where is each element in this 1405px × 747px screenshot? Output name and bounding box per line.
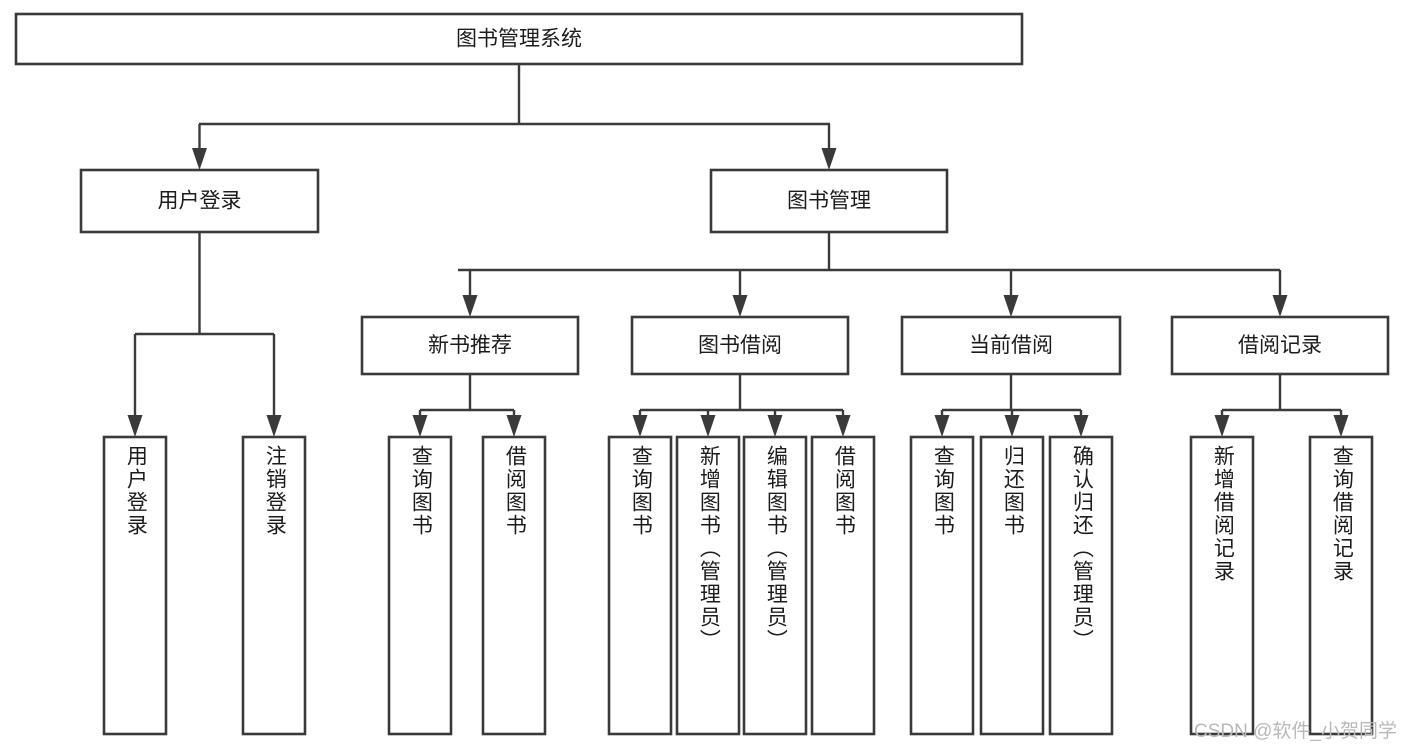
node-box-layer: [14, 12, 1390, 736]
arrow-to-leaf-borrow-book-1-head: [506, 415, 522, 437]
node-label-borrow-record: 借阅记录: [1238, 334, 1322, 357]
node-leaf-add-book[interactable]: [675, 435, 741, 736]
arrow-to-current-borrow-head: [1003, 295, 1019, 317]
arrow-to-leaf-edit-book-head: [767, 415, 783, 437]
node-user-login[interactable]: [79, 168, 320, 234]
arrow-to-book-manage-head: [821, 148, 837, 170]
arrow-to-leaf-query-record-head: [1333, 415, 1349, 437]
node-label-book-manage: 图书管理: [787, 190, 871, 213]
arrow-to-leaf-add-record-head: [1214, 415, 1230, 437]
arrow-to-borrow-record-head: [1272, 295, 1288, 317]
arrow-to-leaf-query-book-2-head: [632, 415, 648, 437]
node-leaf-edit-book[interactable]: [742, 435, 808, 736]
arrow-to-leaf-borrow-book-2-head: [835, 415, 851, 437]
node-label-book-borrow: 图书借阅: [698, 334, 782, 357]
arrow-to-leaf-user-logout-head: [266, 415, 282, 437]
node-book-manage[interactable]: [709, 168, 949, 234]
node-leaf-borrow-book-1[interactable]: [481, 435, 547, 736]
arrow-to-user-login-head: [192, 148, 207, 170]
arrow-to-new-book-recommend-head: [462, 295, 478, 317]
arrow-to-leaf-query-book-1-head: [412, 415, 428, 437]
node-leaf-add-record[interactable]: [1189, 435, 1255, 736]
connector-layer: [127, 64, 1349, 437]
node-label-new-book-recommend: 新书推荐: [428, 334, 512, 357]
node-label-current-borrow: 当前借阅: [969, 334, 1053, 357]
arrow-to-leaf-add-book-head: [700, 415, 716, 437]
arrow-to-leaf-user-login-head: [127, 415, 143, 437]
node-root[interactable]: [14, 12, 1024, 66]
node-label-user-login: 用户登录: [158, 190, 242, 213]
node-borrow-record[interactable]: [1170, 315, 1390, 376]
node-current-borrow[interactable]: [900, 315, 1122, 376]
node-leaf-user-login[interactable]: [102, 435, 168, 736]
node-label-root: 图书管理系统: [456, 28, 582, 51]
node-leaf-confirm-return[interactable]: [1048, 435, 1114, 736]
node-leaf-query-book-1[interactable]: [387, 435, 453, 736]
node-leaf-query-book-3[interactable]: [909, 435, 975, 736]
node-leaf-query-record[interactable]: [1308, 435, 1374, 736]
node-leaf-query-book-2[interactable]: [607, 435, 673, 736]
node-book-borrow[interactable]: [630, 315, 850, 376]
arrow-to-leaf-confirm-return-head: [1073, 415, 1089, 437]
node-leaf-borrow-book-2[interactable]: [810, 435, 876, 736]
arrow-to-leaf-return-book-head: [1004, 415, 1020, 437]
arrow-to-leaf-query-book-3-head: [934, 415, 950, 437]
node-leaf-user-logout[interactable]: [241, 435, 307, 736]
node-leaf-return-book[interactable]: [979, 435, 1045, 736]
node-new-book-recommend[interactable]: [360, 315, 580, 376]
arrow-to-book-borrow-head: [732, 295, 748, 317]
